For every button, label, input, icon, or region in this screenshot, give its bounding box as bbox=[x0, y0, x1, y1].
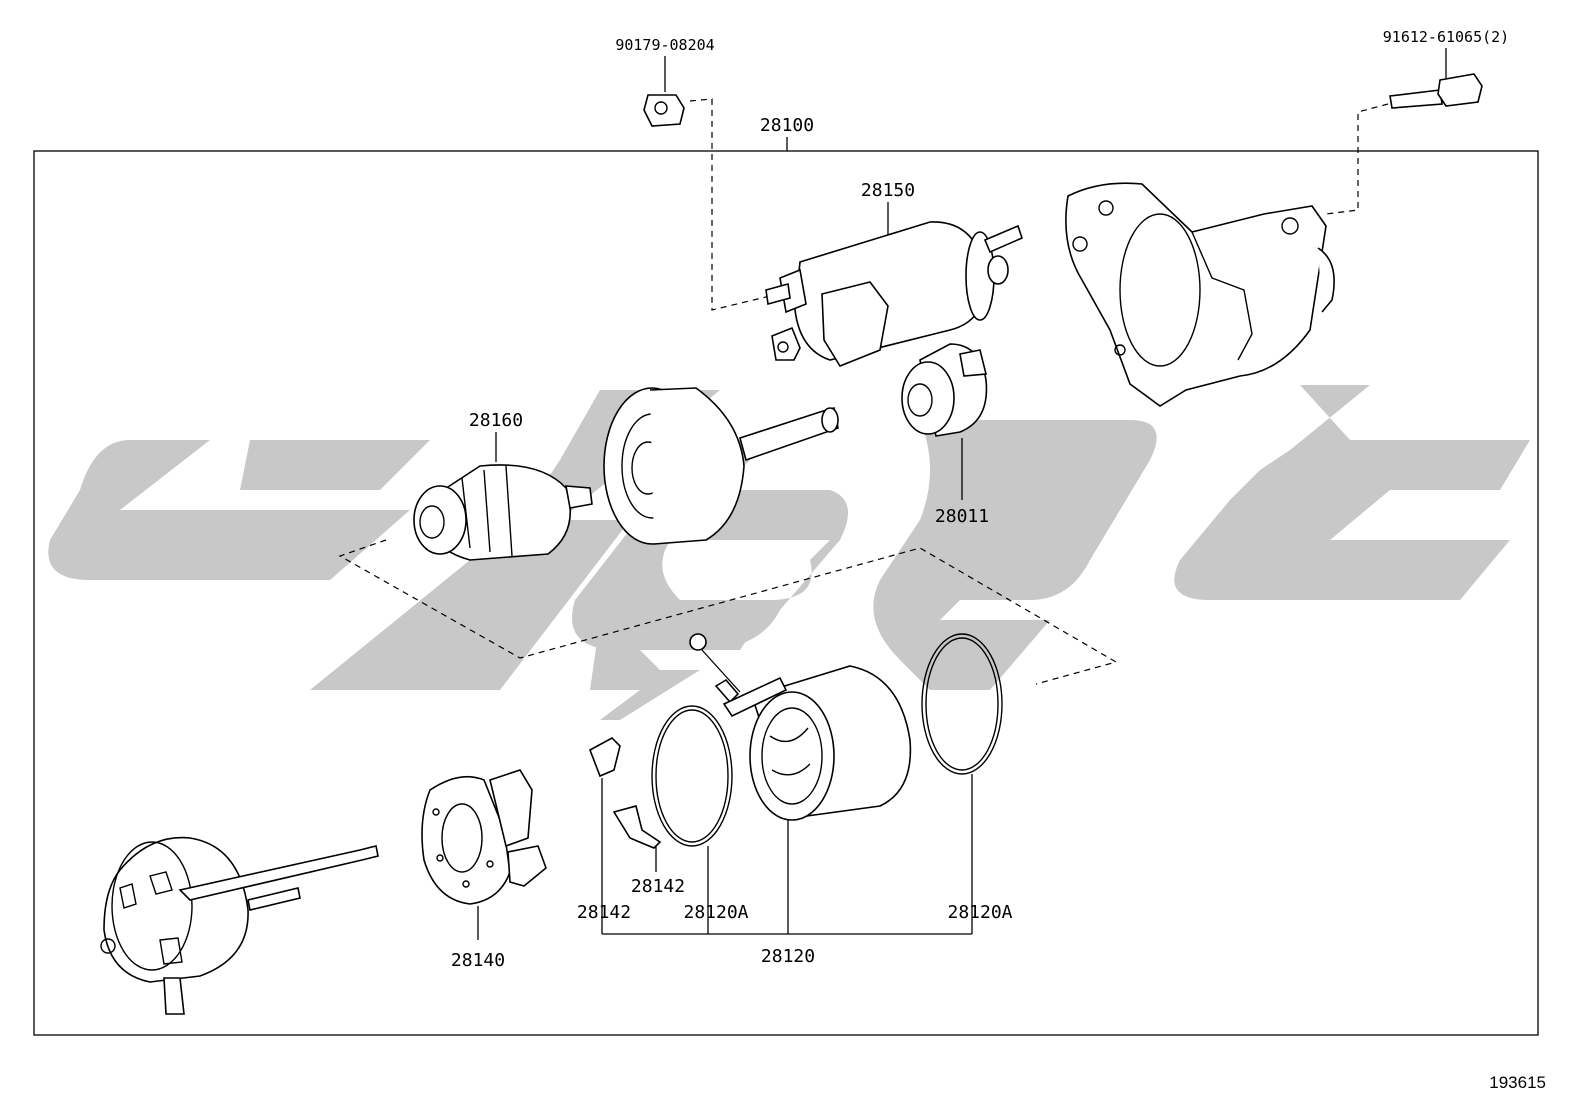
yoke-part: 28120 bbox=[689, 633, 912, 967]
pinion-clutch-part: 28011 bbox=[901, 343, 989, 527]
clip-parts: 28142 28142 bbox=[577, 737, 685, 934]
bolt-label: 91612-61065(2) bbox=[1383, 28, 1509, 46]
assembly-label: 28100 bbox=[760, 115, 814, 136]
drive-housing-part bbox=[1065, 182, 1335, 407]
o-ring-a-label: 28120A bbox=[683, 902, 748, 923]
brush-holder-label: 28140 bbox=[451, 950, 505, 971]
nut-label: 90179-08204 bbox=[615, 36, 714, 54]
end-frame-part bbox=[100, 836, 379, 1015]
yoke-label: 28120 bbox=[761, 946, 815, 967]
clip-b-label: 28142 bbox=[631, 876, 685, 897]
bolt-part: 91612-61065(2) bbox=[1325, 28, 1509, 215]
nut-part: 90179-08204 bbox=[615, 36, 771, 311]
clip-a-label: 28142 bbox=[577, 902, 631, 923]
armature-label: 28160 bbox=[469, 410, 523, 431]
o-ring-parts: 28120A 28120A bbox=[651, 633, 1013, 934]
solenoid-label: 28150 bbox=[861, 180, 915, 201]
armature-part: 28160 bbox=[338, 410, 1118, 685]
assembly-frame bbox=[33, 150, 1539, 1036]
planetary-shaft-part bbox=[603, 387, 839, 545]
reference-number: 193615 bbox=[1489, 1073, 1546, 1092]
solenoid-part: 28150 bbox=[765, 180, 1023, 367]
brush-holder-part: 28140 bbox=[421, 769, 547, 971]
pinion-clutch-label: 28011 bbox=[935, 506, 989, 527]
o-ring-b-label: 28120A bbox=[947, 902, 1012, 923]
